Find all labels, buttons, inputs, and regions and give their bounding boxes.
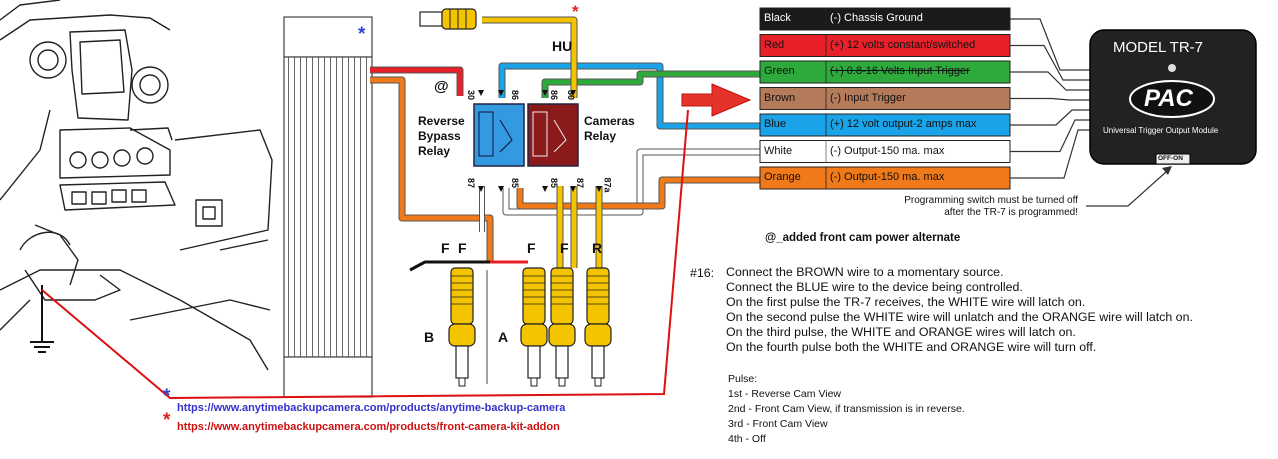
link-asterisk-red: * <box>163 410 171 431</box>
programming-arrow-head <box>1162 166 1172 175</box>
module-subtitle: Universal Trigger Output Module <box>1103 126 1219 135</box>
instruction-line: On the fourth pulse both the WHITE and O… <box>726 340 1097 354</box>
module-fan-line <box>1010 44 1090 81</box>
instruction-line: On the third pulse, the WHITE and ORANGE… <box>726 325 1076 339</box>
module-fan-line <box>1010 129 1090 179</box>
wire-function: (+) 12 volt output-2 amps max <box>830 118 977 130</box>
wire-function: (+) 12 volts constant/switched <box>830 38 976 51</box>
module-switch-label: OFF-ON <box>1158 155 1183 162</box>
relay-pin-86-rb: 86 <box>510 89 521 101</box>
reverse-bypass-label-line: Bypass <box>418 129 461 143</box>
connector-group-b: B <box>424 329 435 345</box>
module-logo: PAC <box>1144 85 1193 112</box>
module-fan-line <box>1010 119 1090 153</box>
module-fan-line <box>1010 18 1090 71</box>
wire-function: (-) Input Trigger <box>830 91 906 104</box>
dashboard-illustration <box>0 0 273 371</box>
connector-letter: R <box>592 240 603 256</box>
module-title: MODEL TR-7 <box>1113 39 1204 56</box>
wire-function: (-) Output-150 ma. max <box>830 144 945 157</box>
reverse-bypass-relay <box>473 103 525 167</box>
programming-note-line: after the TR-7 is programmed! <box>944 207 1078 218</box>
cameras-relay-label: Cameras Relay <box>584 114 635 144</box>
wire-function: (-) Chassis Ground <box>830 12 923 24</box>
relay-pin-30-cam: 30 <box>566 89 577 101</box>
wire-color-name: Green <box>764 65 795 77</box>
wire-function: (-) Output-150 ma. max <box>830 171 945 183</box>
chassis-ground-symbol <box>30 285 54 353</box>
wire-color-name: Red <box>764 38 785 51</box>
pulse-line: 3rd - Front Cam View <box>728 418 828 430</box>
instruction-line: On the first pulse the TR-7 receives, th… <box>726 295 1086 309</box>
programming-arrow <box>1086 171 1167 207</box>
instruction-line: Connect the BROWN wire to a momentary so… <box>726 265 1004 279</box>
connector-group-a: A <box>498 329 509 345</box>
hu-label: HU <box>552 38 573 54</box>
rca-plug <box>548 267 576 387</box>
wire-color-name: Orange <box>764 171 801 183</box>
connector-letter: F <box>527 240 536 256</box>
relay-pin-85-cam: 85 <box>549 177 560 189</box>
wire-function: (+) 0.8-16 Volts Input Trigger <box>830 65 970 77</box>
wire-color-name: White <box>764 144 793 157</box>
reverse-bypass-label-line: Reverse <box>418 114 465 128</box>
reverse-bypass-relay-label: Reverse Bypass Relay <box>418 114 465 159</box>
relay-pin-arrows <box>478 90 602 192</box>
harness-asterisk: * <box>358 24 366 45</box>
instruction-number: #16: <box>690 266 715 280</box>
wire-harness <box>283 16 373 398</box>
wire-color-name: Black <box>764 12 791 24</box>
cameras-label-line: Relay <box>584 129 617 143</box>
programming-note: Programming switch must be turned off af… <box>886 195 1078 219</box>
alternate-note: @_added front cam power alternate <box>765 232 961 244</box>
tr7-module <box>1089 29 1257 165</box>
programming-note-line: Programming switch must be turned off <box>904 195 1078 206</box>
connector-letter: F <box>560 240 569 256</box>
relay-pin-85-rb: 85 <box>510 177 521 189</box>
hu-asterisk: * <box>572 2 579 21</box>
module-fan-line <box>1010 109 1090 126</box>
at-marker: @ <box>434 78 449 95</box>
pulse-line: 4th - Off <box>728 433 766 445</box>
rca-plug <box>448 267 476 387</box>
link-asterisk-blue: * <box>163 386 171 407</box>
rca-plug <box>520 267 548 387</box>
instruction-line: On the second pulse the WHITE wire will … <box>726 310 1193 324</box>
rca-plug <box>584 267 612 387</box>
wire-color-name: Blue <box>764 118 787 130</box>
relay-pin-30-rb: 30 <box>466 89 477 101</box>
cameras-label-line: Cameras <box>584 114 635 128</box>
wire-color-name: Brown <box>764 91 796 104</box>
relay-pin-86-cam: 86 <box>549 89 560 101</box>
module-fan-line <box>1010 71 1090 91</box>
module-fan-lines <box>1010 18 1090 179</box>
pulse-line: 1st - Reverse Cam View <box>728 388 842 400</box>
relay-pin-87-rb: 87 <box>466 177 477 189</box>
instruction-line: Connect the BLUE wire to the device bein… <box>726 280 1023 294</box>
trigger-red-wire <box>41 109 689 400</box>
red-arrow <box>681 83 752 117</box>
relay-pin-87-cam: 87 <box>575 177 586 189</box>
wire-routing <box>370 16 760 272</box>
module-fan-line <box>1010 97 1090 101</box>
hu-rca-plug <box>419 8 477 30</box>
reverse-bypass-label-line: Relay <box>418 144 451 158</box>
front-camera-link[interactable]: https://www.anytimebackupcamera.com/prod… <box>177 421 560 433</box>
cameras-relay <box>527 103 579 167</box>
connector-letter: F <box>458 240 467 256</box>
backup-camera-link[interactable]: https://www.anytimebackupcamera.com/prod… <box>177 402 566 414</box>
relay-pin-87a-cam: 87a <box>602 177 613 193</box>
pulse-line: 2nd - Front Cam View, if transmission is… <box>728 403 965 415</box>
rca-connectors <box>448 267 612 387</box>
connector-letter: F <box>441 240 450 256</box>
pulse-title: Pulse: <box>728 373 758 385</box>
